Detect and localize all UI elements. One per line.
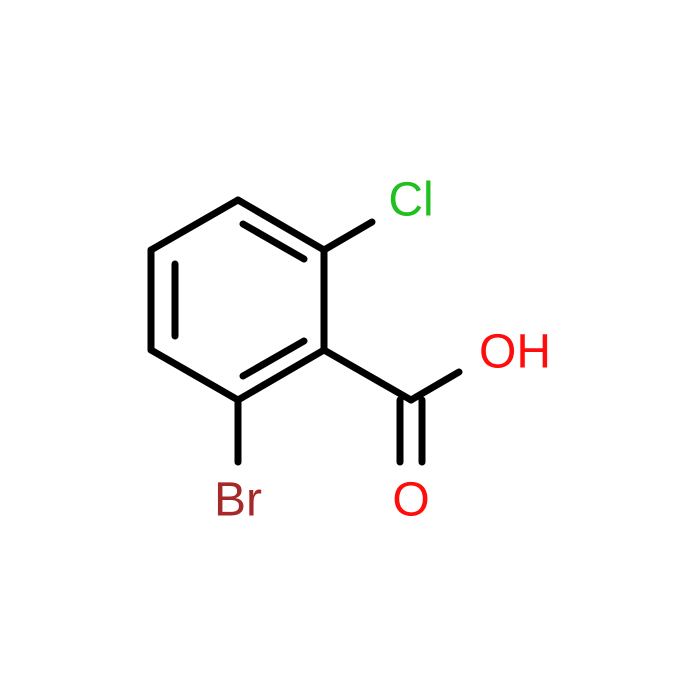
ring-bond-c3-c4: [234, 346, 328, 404]
ring-double-bond-inner-lower: [239, 337, 308, 380]
ring-bond-c1-c2: [234, 196, 328, 254]
chlorine-label: Cl: [388, 174, 433, 227]
ring-bond-c4-c5: [147, 346, 242, 404]
bond-ring-carboxyl: [320, 346, 415, 404]
bromine-label: Br: [214, 474, 262, 527]
ring-bond-c6-c1: [147, 196, 242, 254]
benzene-ring: [147, 196, 328, 404]
hydroxyl-label: OH: [479, 326, 551, 379]
carbonyl-oxygen-label: O: [392, 474, 429, 527]
bond-c-oh: [407, 368, 463, 404]
bond-c-cl: [320, 218, 376, 254]
ring-double-bond-inner-top: [239, 220, 308, 263]
